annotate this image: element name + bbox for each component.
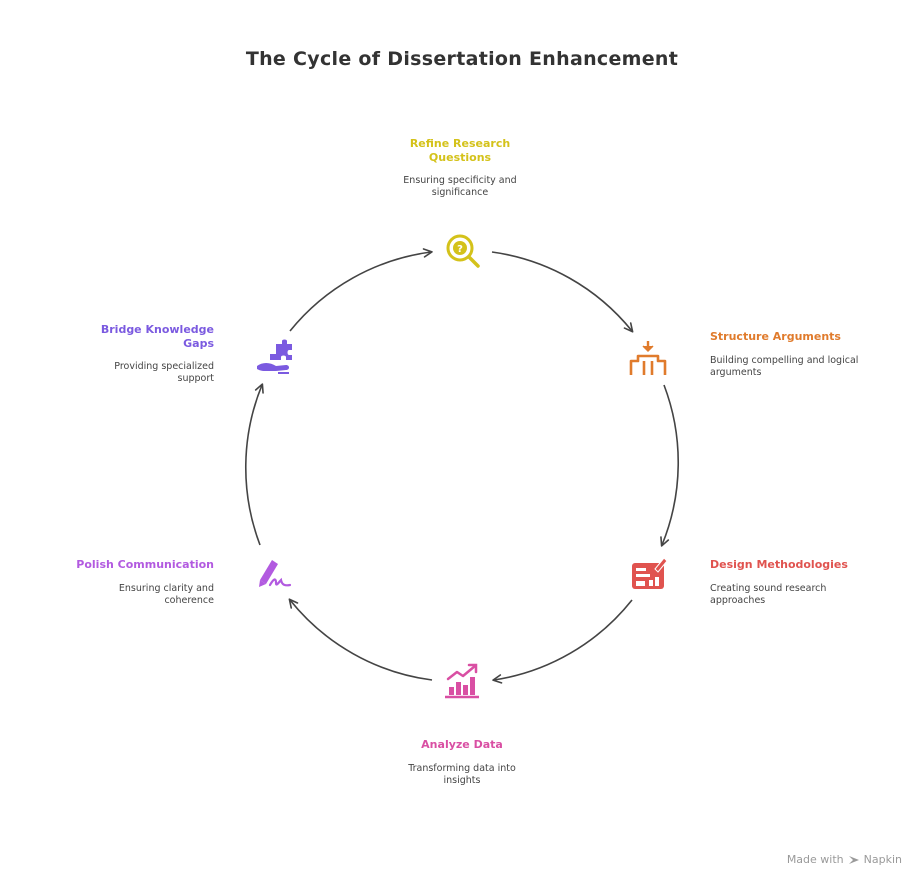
arrow-bridge-to-refine bbox=[289, 248, 433, 332]
node-desc-polish: Ensuring clarity and coherence bbox=[118, 583, 214, 606]
node-title-refine: Refine Research Questions bbox=[409, 137, 511, 164]
arrow-analyze-to-polish bbox=[288, 598, 433, 681]
node-desc-bridge: Providing specialized support bbox=[114, 361, 214, 384]
arrow-structure-to-design bbox=[660, 384, 680, 547]
node-title-design: Design Methodologies bbox=[710, 558, 848, 571]
napkin-logo-icon bbox=[848, 855, 859, 864]
node-desc-structure: Building compelling and logical argument… bbox=[710, 355, 859, 378]
method-board-icon bbox=[632, 557, 668, 589]
node-title-analyze: Analyze Data bbox=[421, 738, 503, 751]
diagram-title: The Cycle of Dissertation Enhancement bbox=[245, 48, 679, 70]
node-desc-design: Creating sound research approaches bbox=[710, 583, 827, 606]
svg-text:?: ? bbox=[457, 244, 463, 255]
arrow-refine-to-structure bbox=[491, 251, 634, 333]
arrow-design-to-analyze bbox=[492, 599, 633, 684]
napkin-credit[interactable]: Made with Napkin bbox=[787, 853, 902, 866]
node-desc-refine: Ensuring specificity and significance bbox=[403, 175, 517, 198]
napkin-brand-label: Napkin bbox=[863, 853, 902, 866]
arrow-polish-to-bridge bbox=[244, 383, 264, 546]
pen-signature-icon bbox=[259, 560, 292, 587]
node-desc-analyze: Transforming data into insights bbox=[408, 763, 516, 786]
magnifier-question-icon: ? bbox=[446, 234, 480, 268]
node-title-polish: Polish Communication bbox=[76, 558, 214, 571]
structure-pillars-icon bbox=[629, 341, 667, 375]
node-title-bridge: Bridge Knowledge Gaps bbox=[100, 323, 214, 350]
made-with-label: Made with bbox=[786, 853, 844, 866]
chart-growth-icon bbox=[445, 663, 479, 699]
node-title-structure: Structure Arguments bbox=[710, 330, 841, 343]
hand-puzzle-icon bbox=[257, 339, 292, 374]
